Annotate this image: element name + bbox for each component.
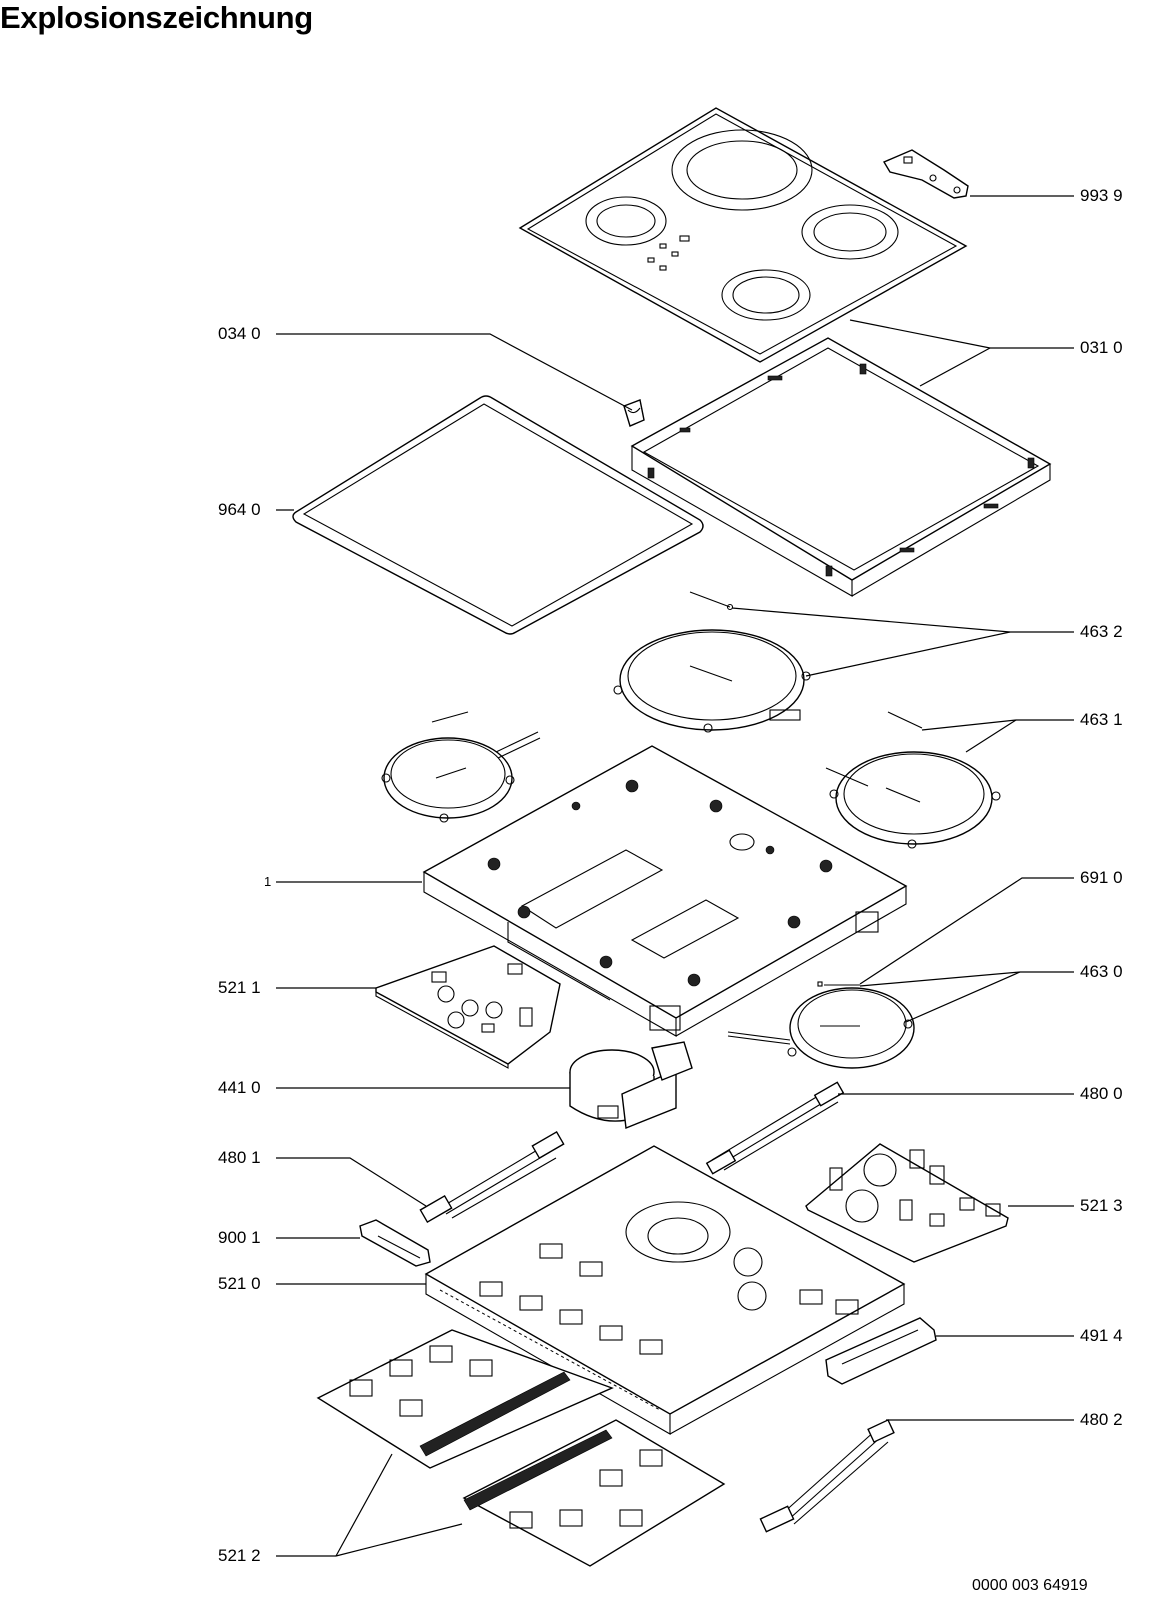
- callout-491-4: 491 4: [1080, 1326, 1123, 1345]
- callout-691-0: 691 0: [1080, 868, 1123, 887]
- callout-480-1: 480 1: [218, 1148, 261, 1167]
- circuit-board-521-3: [805, 1143, 1009, 1263]
- callout-463-0: 463 0: [1080, 962, 1123, 981]
- clip-part-993-9: [882, 149, 969, 199]
- bracket-900-1: [359, 1219, 431, 1267]
- sensor-691-0: [817, 981, 860, 987]
- callout-521-0: 521 0: [218, 1274, 261, 1293]
- frame-031-0: [630, 337, 1052, 597]
- connector-480-0: [705, 1081, 845, 1175]
- heating-element-463-2: [613, 591, 811, 733]
- callout-034-0: 034 0: [218, 324, 261, 343]
- circuit-board-521-1: [375, 945, 561, 1069]
- callout-521-2: 521 2: [218, 1546, 261, 1565]
- ceramic-glass-top: [518, 107, 968, 363]
- callout-521-3: 521 3: [1080, 1196, 1123, 1215]
- heating-element-463-0: [727, 987, 915, 1069]
- circuit-boards-521-2: [316, 1329, 726, 1567]
- connector-480-2: [759, 1419, 895, 1533]
- clip-part-034-0: [623, 399, 645, 427]
- callout-441-0: 441 0: [218, 1078, 261, 1097]
- callout-900-1: 900 1: [218, 1228, 261, 1247]
- callout-463-1: 463 1: [1080, 710, 1123, 729]
- holder-491-4: [825, 1317, 937, 1385]
- connector-480-1: [419, 1130, 565, 1224]
- leader-lines: [276, 195, 1074, 1557]
- heating-element-463-1: [825, 711, 1001, 849]
- callout-031-0: 031 0: [1080, 338, 1123, 357]
- callout-521-1: 521 1: [218, 978, 261, 997]
- fan-441-0: [569, 1041, 693, 1129]
- page-title: Explosionszeichnung: [0, 0, 313, 35]
- callout-964-0: 964 0: [218, 500, 261, 519]
- callout-993-9: 993 9: [1080, 186, 1123, 205]
- document-number: 0000 003 64919: [972, 1577, 1088, 1594]
- gasket-964-0: [292, 395, 704, 635]
- support-plate-1: [422, 745, 908, 1037]
- heating-element-left: [381, 711, 541, 823]
- callout-480-2: 480 2: [1080, 1410, 1123, 1429]
- callout-1: 1: [264, 874, 272, 889]
- callout-480-0: 480 0: [1080, 1084, 1123, 1103]
- callout-463-2: 463 2: [1080, 622, 1123, 641]
